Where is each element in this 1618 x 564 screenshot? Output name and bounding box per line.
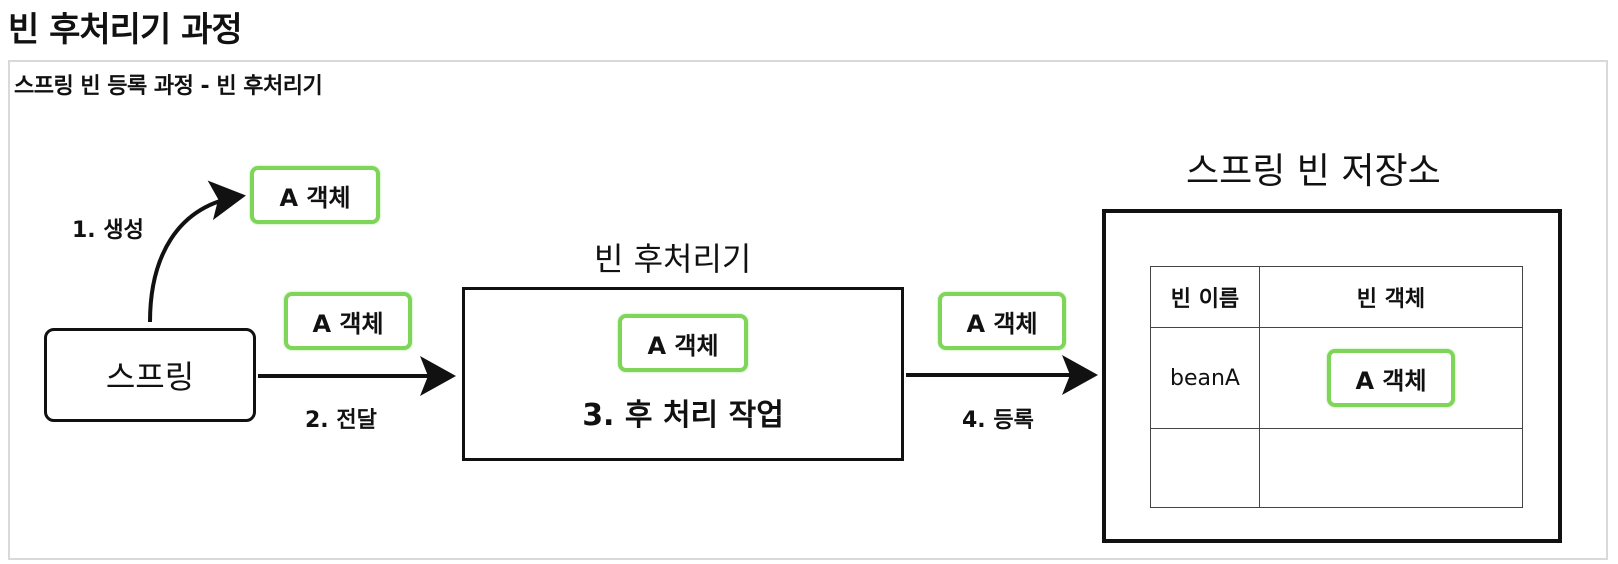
diagram-title: 스프링 빈 등록 과정 - 빈 후처리기 (14, 74, 323, 99)
header-bean-object: 빈 객체 (1259, 266, 1523, 328)
create-arrow (148, 180, 246, 323)
cell-bean-object: A 객체 (1259, 327, 1523, 429)
cell-empty-name (1150, 428, 1260, 508)
object-delivered: A 객체 (284, 292, 412, 350)
cell-bean-name: beanA (1150, 327, 1260, 429)
store-table: 빈 이름 빈 객체 beanA A 객체 (1150, 266, 1523, 508)
processor-box (462, 287, 904, 461)
object-created: A 객체 (250, 166, 380, 224)
diagram-frame (8, 60, 1608, 560)
page-title: 빈 후처리기 과정 (8, 10, 243, 50)
processor-title: 빈 후처리기 (594, 240, 752, 278)
cell-empty-object (1259, 428, 1523, 508)
step2-label: 2. 전달 (305, 408, 377, 433)
object-registered: A 객체 (938, 292, 1066, 350)
step4-label: 4. 등록 (962, 408, 1034, 433)
spring-box: 스프링 (44, 328, 256, 422)
header-bean-name: 빈 이름 (1150, 266, 1260, 328)
spring-label: 스프링 (105, 358, 195, 396)
store-title: 스프링 빈 저장소 (1186, 151, 1441, 192)
table-row (1150, 428, 1523, 508)
store-box (1102, 209, 1562, 543)
object-stored: A 객체 (1327, 349, 1455, 407)
table-row: beanA A 객체 (1150, 327, 1523, 429)
step1-label: 1. 생성 (72, 218, 144, 243)
object-processing: A 객체 (618, 314, 748, 372)
step3-label: 3. 후 처리 작업 (582, 398, 784, 433)
table-header-row: 빈 이름 빈 객체 (1150, 266, 1523, 328)
